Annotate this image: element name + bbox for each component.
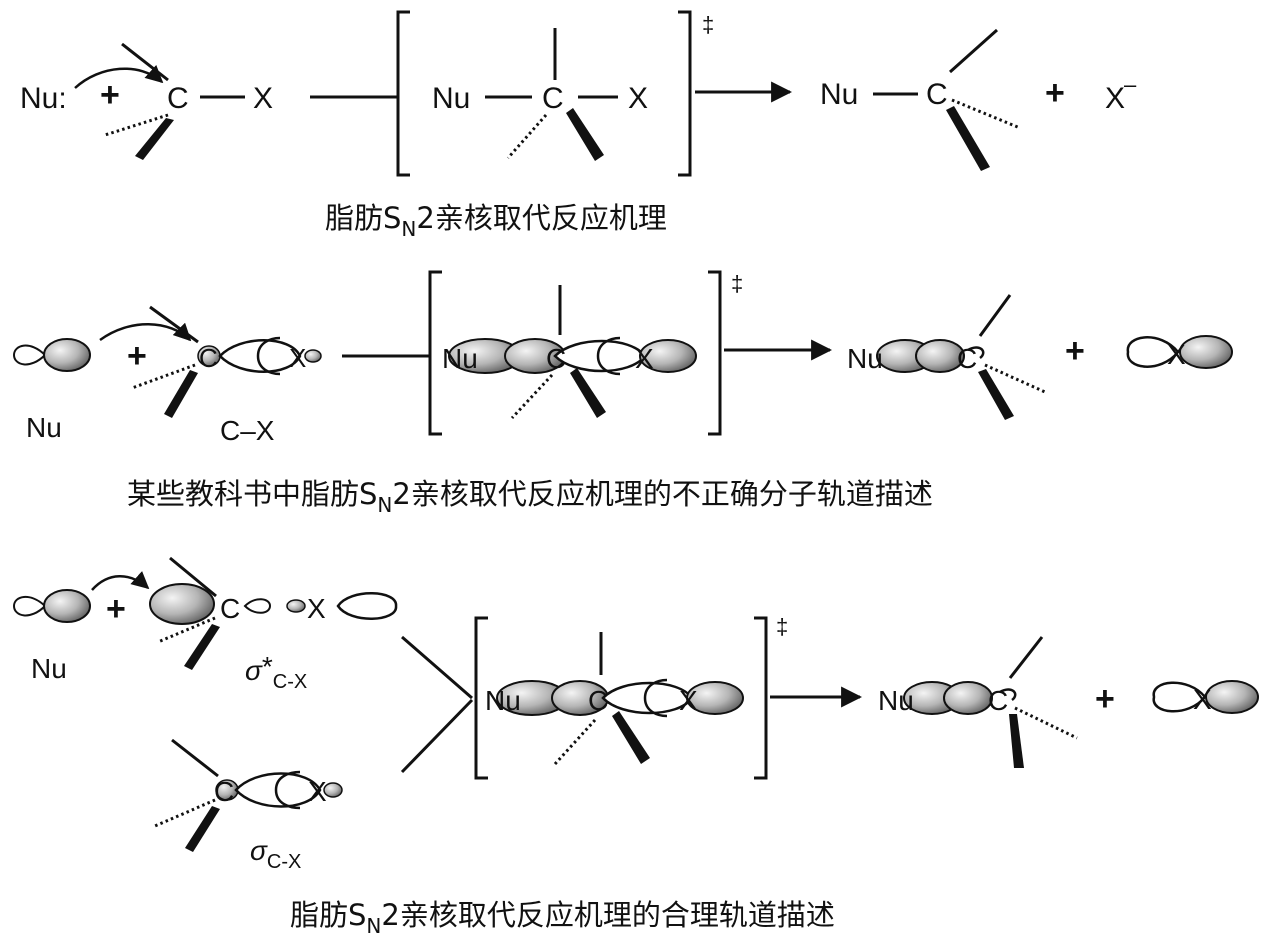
section-3-correct-orbital-description: Nu + C X σ*C-X C X σC-X — [12, 556, 1259, 938]
dagger-symbol: ‡ — [702, 12, 714, 37]
wedge-bond — [978, 369, 1014, 420]
wedge-bond — [184, 624, 220, 670]
sigma-carbon-label: C — [214, 776, 234, 807]
nucleophile-orbital — [12, 338, 91, 372]
c-x-bonding-orbital — [197, 336, 322, 376]
wedge-bond — [185, 806, 220, 852]
leaving-group-label: X — [307, 593, 326, 624]
product-nucleophile-label: Nu — [878, 685, 914, 716]
bond-line — [169, 556, 217, 598]
plus-sign: + — [1095, 680, 1115, 718]
wedge-bond — [946, 106, 990, 171]
ts-carbon-label: C — [542, 82, 564, 115]
bond-line — [949, 28, 998, 74]
carbon-label: C — [167, 82, 189, 115]
bracket-left — [474, 616, 488, 780]
product-nucleophile-label: Nu — [847, 343, 883, 374]
c-x-label: C–X — [220, 415, 275, 446]
hashed-bond — [951, 98, 1021, 130]
hashed-bond — [1014, 706, 1078, 740]
sigma-star-label: σ*C-X — [245, 651, 307, 693]
leaving-group-label: X — [1167, 339, 1186, 370]
leaving-group-orbital — [1152, 680, 1259, 714]
leaving-group-orbital — [1126, 335, 1233, 369]
ts-nucleophile-label: Nu — [432, 82, 470, 115]
dagger-symbol: ‡ — [731, 271, 743, 296]
nucleophile-label: Nu — [26, 412, 62, 443]
wedge-bond — [570, 368, 606, 418]
hashed-bond — [506, 114, 548, 159]
wedge-bond — [135, 118, 174, 160]
plus-sign: + — [127, 337, 147, 375]
ts-nucleophile-label: Nu — [485, 685, 521, 716]
leaving-group-label: X — [1193, 684, 1212, 715]
product-carbon-label: C — [957, 343, 977, 374]
nucleophile-orbital — [12, 589, 91, 623]
plus-sign: + — [1045, 74, 1065, 112]
product-carbon-label: C — [926, 78, 948, 111]
bond-line — [171, 738, 219, 778]
nucleophile-label: Nu — [31, 653, 67, 684]
bond-line — [149, 305, 199, 344]
ts-orbital-overlap — [496, 678, 744, 718]
plus-sign: + — [1065, 332, 1085, 370]
hashed-bond — [553, 718, 597, 766]
hashed-bond — [157, 616, 216, 644]
dagger-symbol: ‡ — [776, 614, 788, 639]
converge-line-bottom — [400, 698, 474, 774]
section-1-classic-mechanism: Nu: + C X ‡ Nu C X Nu C + X – 脂肪SN — [20, 10, 1137, 241]
product-orbital — [876, 339, 985, 373]
converge-line-top — [401, 635, 473, 700]
ts-leaving-label: X — [635, 343, 654, 374]
ts-leaving-label: X — [679, 685, 698, 716]
negative-charge: – — [1124, 72, 1137, 97]
ts-carbon-label: C — [588, 685, 608, 716]
curved-attack-arrow — [74, 64, 164, 89]
carbon-label: C — [220, 593, 240, 624]
sigma-star-orbital — [149, 583, 398, 625]
bond-line — [1008, 636, 1044, 679]
hashed-bond — [510, 373, 554, 420]
section-2-incorrect-orbital-description: Nu + C X C–X ‡ Nu C X — [12, 270, 1233, 517]
bond-line — [121, 42, 169, 82]
leaving-group-ion-label: X — [1105, 82, 1125, 115]
ts-nucleophile-label: Nu — [442, 343, 478, 374]
wedge-bond — [1009, 714, 1024, 768]
carbon-label: C — [199, 343, 218, 373]
product-carbon-label: C — [988, 685, 1008, 716]
ts-leaving-label: X — [628, 82, 648, 115]
leaving-group-label: X — [289, 343, 306, 373]
product-nucleophile-label: Nu — [820, 78, 858, 111]
bracket-left — [396, 10, 410, 177]
bond-line — [978, 294, 1012, 337]
wedge-bond — [164, 370, 198, 418]
ts-carbon-label: C — [546, 343, 566, 374]
wedge-bond — [612, 711, 650, 764]
caption-3: 脂肪SN2亲核取代反应机理的合理轨道描述 — [290, 898, 835, 938]
curved-attack-arrow — [91, 571, 150, 591]
product-orbital — [903, 681, 1017, 715]
bracket-right — [708, 270, 722, 436]
plus-sign: + — [106, 590, 126, 628]
sigma-leaving-label: X — [308, 776, 327, 807]
bracket-right — [678, 10, 692, 177]
bracket-left — [428, 270, 442, 436]
ts-orbital-overlap — [448, 336, 697, 376]
sigma-label: σC-X — [250, 835, 301, 873]
wedge-bond — [566, 108, 604, 161]
caption-2: 某些教科书中脂肪SN2亲核取代反应机理的不正确分子轨道描述 — [127, 477, 933, 517]
caption-1: 脂肪SN2亲核取代反应机理 — [325, 201, 667, 241]
bracket-right — [754, 616, 768, 780]
curved-attack-arrow — [99, 322, 192, 342]
sigma-orbital — [215, 770, 343, 810]
leaving-group-label: X — [253, 82, 273, 115]
plus-sign: + — [100, 76, 120, 114]
nucleophile-label: Nu: — [20, 82, 67, 115]
